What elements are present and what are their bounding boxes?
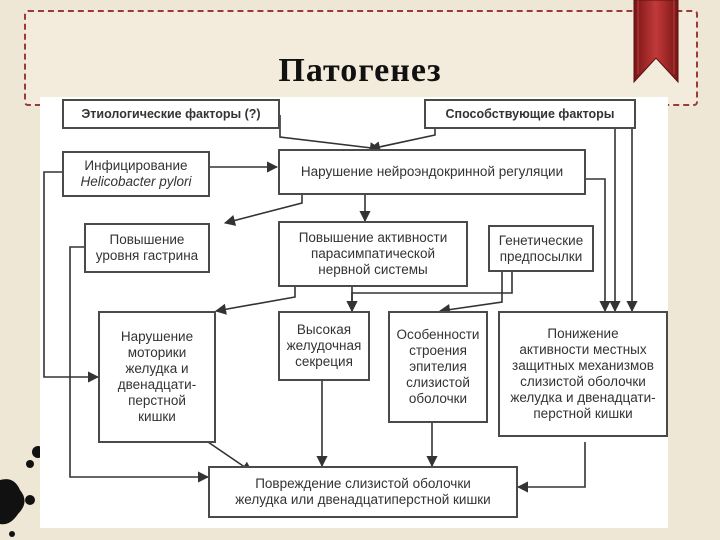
node-secretion: Высокая желудочная секреция: [278, 311, 370, 381]
helicobacter-line1: Инфицирование: [84, 158, 188, 173]
arrow-gastrin-to-damage: [69, 246, 210, 483]
diagram-panel: Этиологические факторы (?) Способствующи…: [40, 97, 668, 528]
node-damage: Повреждение слизистой оболочки желудка и…: [208, 466, 518, 518]
arrow-genetic-to-secretion: [346, 272, 513, 313]
arrow-helicobacter-to-motility: [43, 171, 100, 383]
title-frame: [24, 10, 698, 106]
arrow-neuroendocrine-to-protective: [585, 178, 611, 313]
node-motility: Нарушение моторики желудка и двенадцати-…: [98, 311, 216, 443]
node-gastrin: Повышение уровня гастрина: [84, 223, 210, 273]
node-helicobacter: Инфицирование Helicobacter pylori: [62, 151, 210, 197]
node-protective: Понижение активности местных защитных ме…: [498, 311, 668, 437]
slide-title: Патогенез: [278, 52, 442, 89]
node-parasympathetic: Повышение активности парасимпатической н…: [278, 221, 468, 287]
arrow-genetic-to-epithelium: [438, 272, 503, 316]
node-epithelium: Особенности строения эпителия слизистой …: [388, 311, 488, 423]
node-etiology: Этиологические факторы (?): [62, 99, 280, 129]
node-genetic: Генетические предпосылки: [488, 225, 594, 272]
bookmark-ribbon-icon: [633, 0, 679, 84]
arrow-etiology-to-neuroendocrine: [279, 115, 382, 154]
node-neuroendocrine: Нарушение нейроэндокринной регуляции: [278, 149, 586, 195]
arrow-protective-to-damage: [516, 442, 586, 493]
arrow-parasympathetic-to-motility: [214, 287, 296, 315]
helicobacter-line2: Helicobacter pylori: [80, 174, 192, 189]
node-contributing: Способствующие факторы: [424, 99, 636, 129]
